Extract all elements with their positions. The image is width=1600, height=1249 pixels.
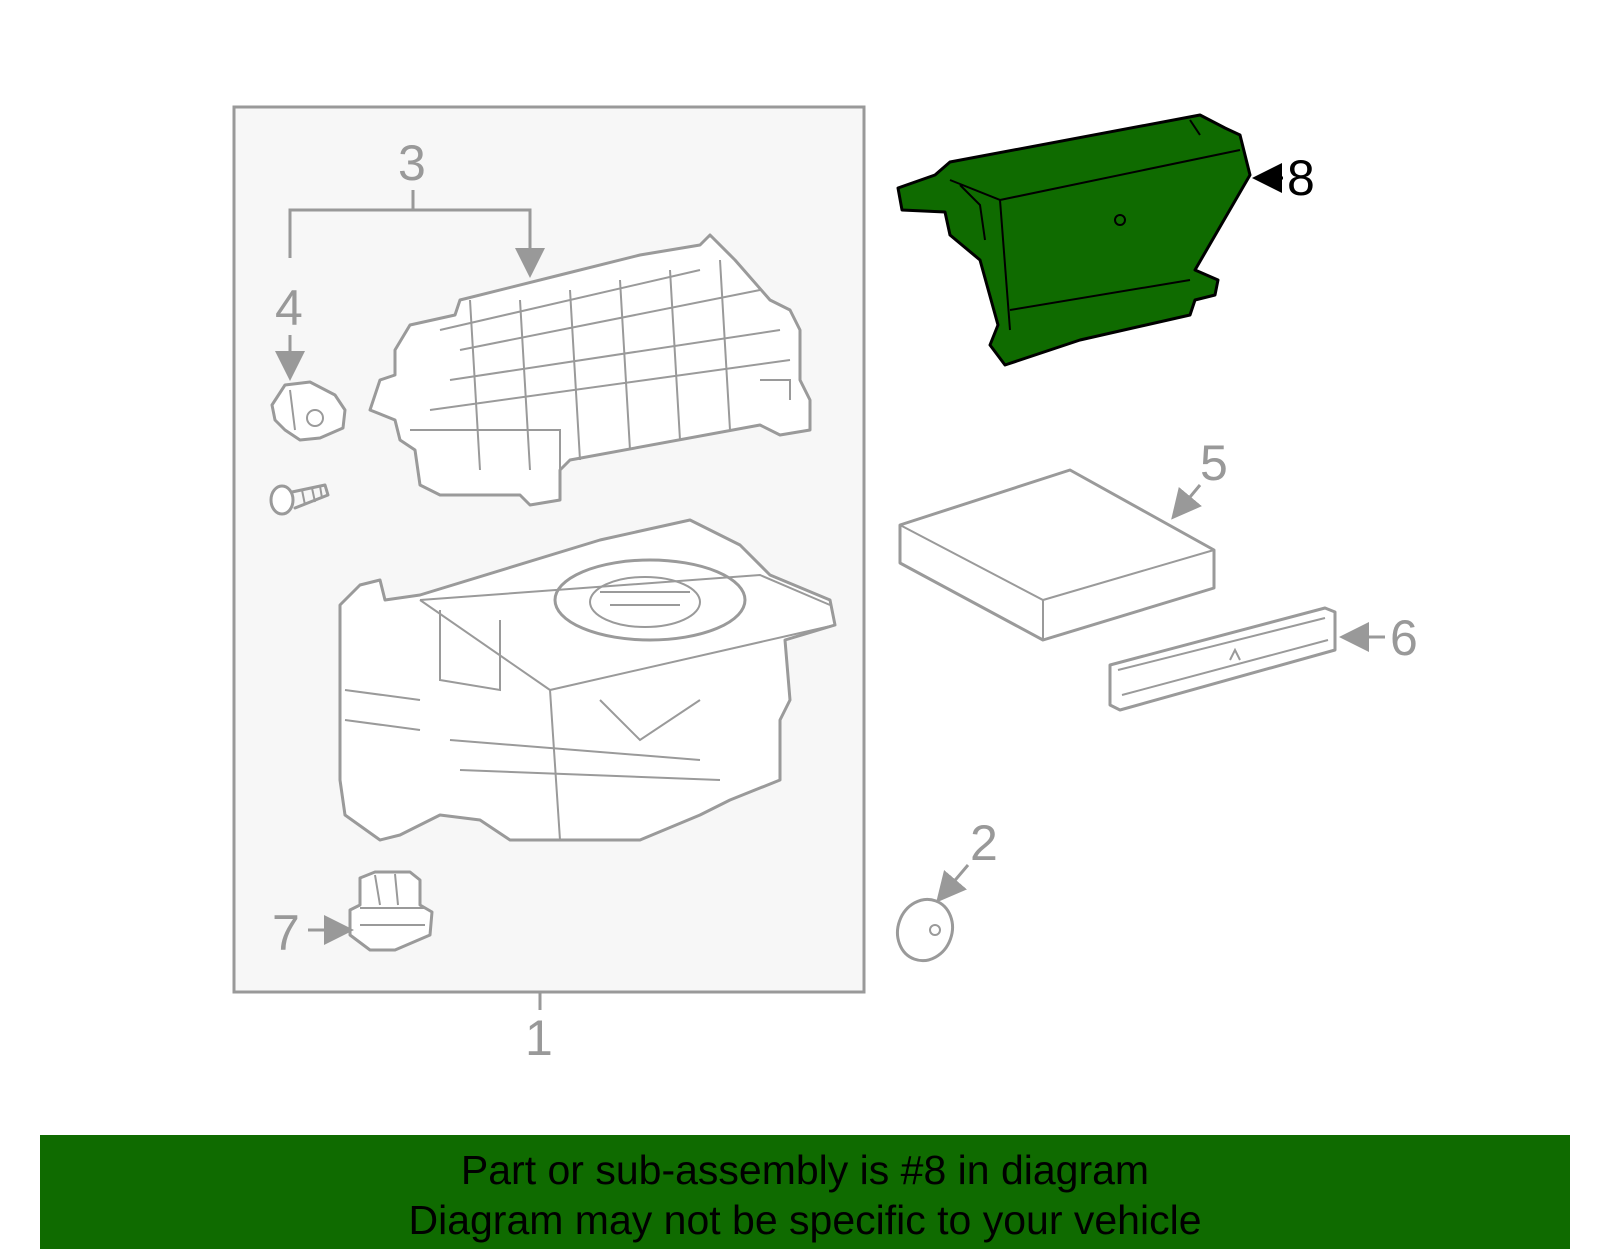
callout-7: 7 (272, 905, 300, 961)
banner-line-2: Diagram may not be specific to your vehi… (408, 1197, 1202, 1243)
callout-1: 1 (525, 1010, 553, 1066)
leader-lines (275, 163, 1385, 1010)
screw[interactable] (269, 483, 330, 516)
callout-4: 4 (275, 280, 303, 336)
callout-5: 5 (1200, 435, 1228, 491)
callout-2: 2 (970, 815, 998, 871)
part-8-filter-housing[interactable] (896, 113, 1252, 367)
assembly-group-box (232, 105, 866, 994)
part-7-blower-resistor[interactable] (348, 870, 434, 952)
part-1-blower-case[interactable] (338, 518, 837, 842)
callout-3: 3 (398, 135, 426, 191)
part-4-actuator[interactable] (270, 380, 347, 442)
callout-6: 6 (1390, 610, 1418, 666)
callout-8: 8 (1287, 150, 1315, 206)
part-5-cabin-air-filter[interactable] (898, 468, 1216, 642)
banner-line-1: Part or sub-assembly is #8 in diagram (460, 1147, 1150, 1193)
disclaimer-banner: Part or sub-assembly is #8 in diagram Di… (40, 1135, 1570, 1249)
part-6-filter-cover[interactable] (1108, 606, 1337, 712)
part-2-clip[interactable] (889, 892, 961, 969)
part-3-upper-case[interactable] (368, 233, 812, 507)
